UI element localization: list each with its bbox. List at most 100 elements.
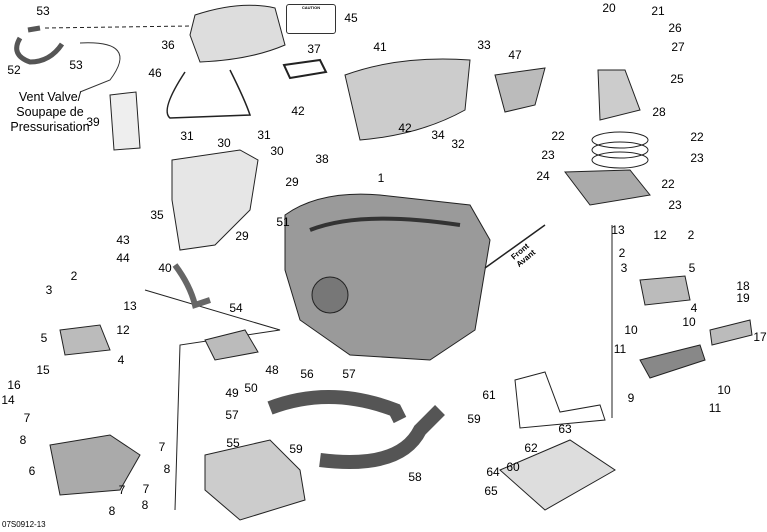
- support-plate: [564, 169, 651, 206]
- part-callout: 37: [307, 42, 321, 56]
- part-callout: 27: [671, 40, 685, 54]
- part-callout: 63: [558, 422, 572, 436]
- part-callout: 23: [668, 198, 682, 212]
- engine: [284, 193, 491, 361]
- part-callout: 2: [687, 228, 695, 242]
- part-callout: 39: [86, 115, 100, 129]
- part-callout: 18: [736, 279, 750, 293]
- part-callout: 61: [482, 388, 496, 402]
- intercooler: [204, 439, 306, 521]
- part-callout: 16: [7, 378, 21, 392]
- part-callout: 64: [486, 465, 500, 479]
- airbox: [171, 149, 259, 251]
- part-callout: 4: [690, 301, 698, 315]
- part-callout: 25: [670, 72, 684, 86]
- part-callout: 57: [342, 367, 356, 381]
- part-callout: 6: [28, 464, 36, 478]
- part-callout: 8: [163, 462, 171, 476]
- part-callout: 46: [148, 66, 162, 80]
- part-callout: 41: [373, 40, 387, 54]
- part-callout: 8: [19, 433, 27, 447]
- part-callout: 29: [285, 175, 299, 189]
- caution-text: CAUTION: [301, 5, 321, 10]
- part-callout: 31: [180, 129, 194, 143]
- part-callout: 26: [668, 21, 682, 35]
- part-callout: 31: [257, 128, 271, 142]
- part-callout: 53: [69, 58, 83, 72]
- part-callout: 43: [116, 233, 130, 247]
- part-callout: 13: [123, 299, 137, 313]
- part-callout: 49: [225, 386, 239, 400]
- part-callout: 42: [398, 121, 412, 135]
- part-callout: 48: [265, 363, 279, 377]
- part-callout: 42: [291, 104, 305, 118]
- part-callout: 30: [217, 136, 231, 150]
- part-callout: 7: [158, 440, 166, 454]
- part-callout: 1: [377, 171, 385, 185]
- part-callout: 32: [451, 137, 465, 151]
- part-callout: 7: [23, 411, 31, 425]
- part-callout: 57: [225, 408, 239, 422]
- part-callout: 59: [467, 412, 481, 426]
- intake-housing: [344, 58, 471, 141]
- vent-valve-note: Vent Valve/ Soupape de Pressurisation: [2, 90, 98, 135]
- part-callout: 38: [315, 152, 329, 166]
- part-callout: 35: [150, 208, 164, 222]
- leader-line: [79, 42, 121, 93]
- part-callout: 22: [690, 130, 704, 144]
- vent-note-line: Soupape de: [16, 105, 84, 119]
- part-callout: 36: [161, 38, 175, 52]
- part-callout: 20: [602, 1, 616, 15]
- part-callout: 3: [620, 261, 628, 275]
- part-callout: 34: [431, 128, 445, 142]
- part-callout: 17: [753, 330, 767, 344]
- part-callout: 15: [36, 363, 50, 377]
- part-callout: 8: [108, 504, 116, 518]
- part-callout: 59: [289, 442, 303, 456]
- part-callout: 5: [688, 261, 696, 275]
- part-callout: 45: [344, 11, 358, 25]
- part-callout: 11: [613, 342, 627, 356]
- vent-hose: [14, 36, 65, 65]
- part-callout: 12: [653, 228, 667, 242]
- part-callout: 22: [661, 177, 675, 191]
- part-callout: 58: [408, 470, 422, 484]
- part-callout: 13: [611, 223, 625, 237]
- part-callout: 55: [226, 436, 240, 450]
- engine-mount-plate: [49, 434, 141, 496]
- part-callout: 60: [506, 460, 520, 474]
- part-callout: 9: [627, 391, 635, 405]
- part-callout: 50: [244, 381, 258, 395]
- part-callout: 11: [708, 401, 722, 415]
- part-callout: 53: [36, 4, 50, 18]
- part-callout: 28: [652, 105, 666, 119]
- part-callout: 12: [116, 323, 130, 337]
- part-callout: 24: [536, 169, 550, 183]
- diagram-reference: 07S0912-13: [2, 520, 46, 529]
- part-callout: 33: [477, 38, 491, 52]
- part-callout: 19: [736, 291, 750, 305]
- part-callout: 7: [118, 483, 126, 497]
- part-callout: 65: [484, 484, 498, 498]
- part-callout: 5: [40, 331, 48, 345]
- part-callout: 14: [1, 393, 15, 407]
- part-callout: 3: [45, 283, 53, 297]
- part-callout: 2: [618, 246, 626, 260]
- part-callout: 22: [551, 129, 565, 143]
- part-callout: 8: [141, 498, 149, 512]
- airbox-cover: [189, 4, 286, 63]
- part-callout: 52: [7, 63, 21, 77]
- part-callout: 51: [276, 215, 290, 229]
- part-callout: 10: [624, 323, 638, 337]
- part-callout: 10: [717, 383, 731, 397]
- part-callout: 10: [682, 315, 696, 329]
- part-callout: 29: [235, 229, 249, 243]
- part-callout: 47: [508, 48, 522, 62]
- part-callout: 30: [270, 144, 284, 158]
- part-callout: 56: [300, 367, 314, 381]
- vent-note-line: Pressurisation: [10, 120, 90, 134]
- part-callout: 21: [651, 4, 665, 18]
- part-callout: 2: [70, 269, 78, 283]
